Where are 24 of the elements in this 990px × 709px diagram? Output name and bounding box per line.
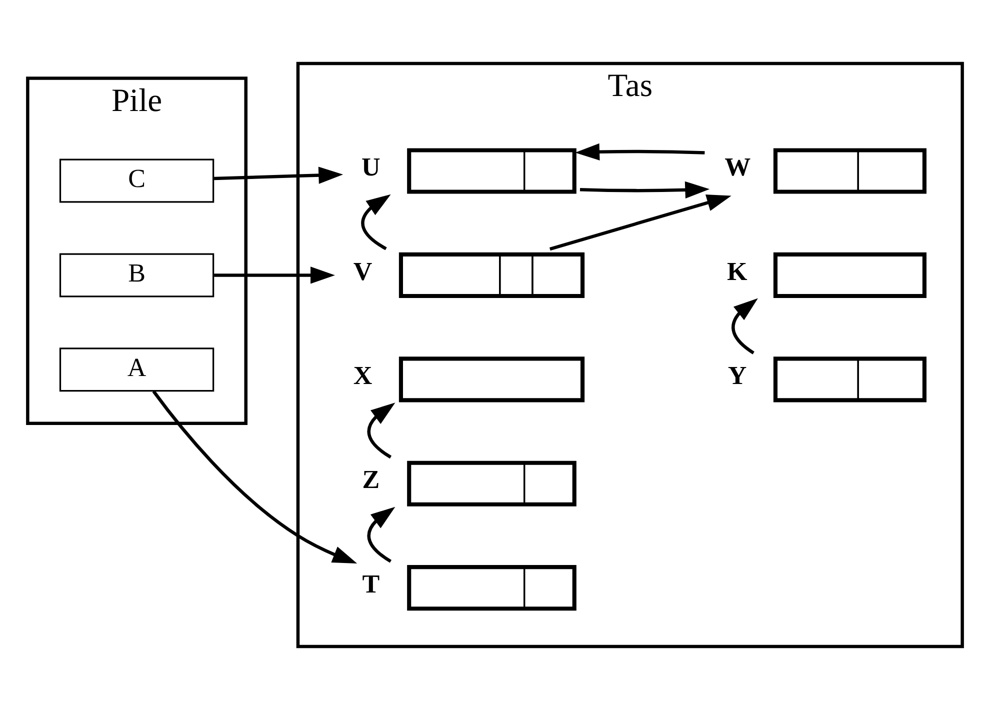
node-box: C bbox=[59, 158, 214, 202]
node-label: W bbox=[724, 152, 751, 182]
arrow bbox=[367, 402, 396, 458]
arrow bbox=[732, 298, 758, 354]
node-label: Z bbox=[362, 464, 380, 494]
node-label: T bbox=[362, 568, 380, 598]
arrow bbox=[580, 180, 710, 198]
arrow bbox=[152, 390, 358, 564]
node-label: V bbox=[353, 256, 372, 286]
arrow bbox=[361, 194, 391, 250]
node-box bbox=[407, 460, 576, 506]
node-box bbox=[398, 356, 585, 402]
arrow bbox=[214, 166, 344, 184]
node-box: B bbox=[59, 252, 214, 297]
node-box: A bbox=[59, 347, 214, 392]
arrow bbox=[214, 266, 335, 284]
node-label: U bbox=[361, 152, 380, 182]
node-label: K bbox=[727, 256, 748, 286]
node-label: X bbox=[353, 360, 372, 390]
arrow bbox=[575, 142, 705, 160]
node-label: Y bbox=[728, 360, 747, 390]
arrow bbox=[549, 194, 732, 250]
arrow bbox=[367, 506, 396, 562]
node-box bbox=[407, 148, 576, 194]
